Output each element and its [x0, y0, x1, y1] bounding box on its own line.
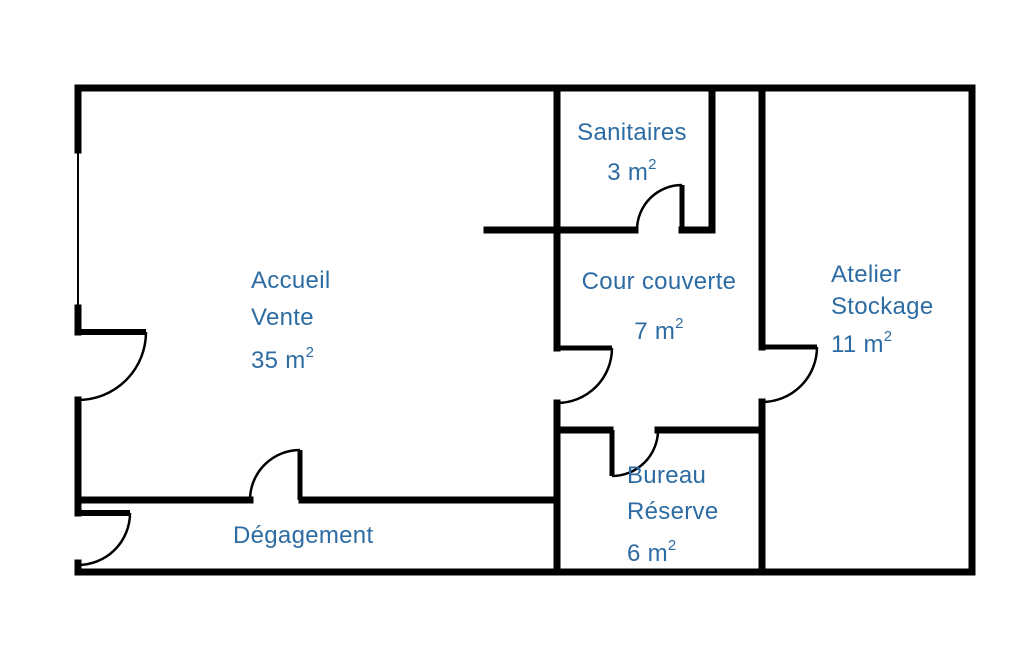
room-name: Cour couverte: [581, 268, 737, 295]
door-entrance-lower: [77, 510, 132, 567]
area-value: 11 m: [831, 331, 884, 358]
area-value: 3 m: [607, 159, 649, 186]
door-swing-arc: [635, 183, 683, 231]
room-area: 35 m2: [251, 336, 330, 379]
area-exponent: 2: [667, 537, 677, 554]
door-degagement: [248, 448, 303, 501]
area-exponent: 2: [648, 156, 657, 173]
door-swing-arc: [611, 429, 660, 478]
door-swing-arc: [77, 331, 148, 402]
room-label-cour-couverte: Cour couverte 7 m2: [582, 264, 737, 350]
door-swing-arc: [556, 347, 614, 405]
room-label-bureau-reserve: Bureau Réserve 6 m2: [627, 458, 718, 572]
room-name: Stockage: [831, 293, 934, 320]
room-label-atelier-stockage: Atelier Stockage 11 m2: [831, 259, 933, 361]
area-exponent: 2: [305, 344, 315, 361]
door-cour-couverte: [556, 345, 614, 405]
door-swing-arc: [77, 512, 132, 567]
door-entrance-upper: [77, 329, 148, 402]
room-name: Atelier: [831, 261, 902, 288]
room-area: 11 m2: [831, 323, 933, 361]
room-name: Vente: [251, 304, 314, 331]
room-label-accueil: Accueil Vente 35 m2: [251, 262, 330, 379]
area-exponent: 2: [675, 315, 684, 332]
room-area: 7 m2: [582, 308, 737, 350]
doors: [77, 183, 819, 567]
door-sanitaires: [635, 183, 685, 231]
room-name: Bureau: [627, 462, 707, 489]
door-swing-arc: [761, 346, 819, 404]
area-value: 6 m: [627, 540, 668, 567]
room-name: Réserve: [627, 498, 719, 525]
room-name: Sanitaires: [577, 119, 687, 146]
walls: [74, 84, 976, 576]
area-value: 35 m: [251, 347, 306, 374]
door-swing-arc: [248, 448, 301, 501]
door-bureau: [609, 429, 660, 478]
room-label-sanitaires: Sanitaires 3 m2: [577, 116, 687, 190]
room-name: Dégagement: [233, 522, 374, 549]
room-label-degagement: Dégagement: [233, 518, 373, 554]
room-name: Accueil: [251, 267, 331, 294]
area-value: 7 m: [634, 318, 676, 345]
room-area: 3 m2: [577, 150, 687, 190]
area-exponent: 2: [883, 328, 893, 345]
door-atelier: [761, 344, 819, 404]
room-area: 6 m2: [627, 530, 718, 572]
